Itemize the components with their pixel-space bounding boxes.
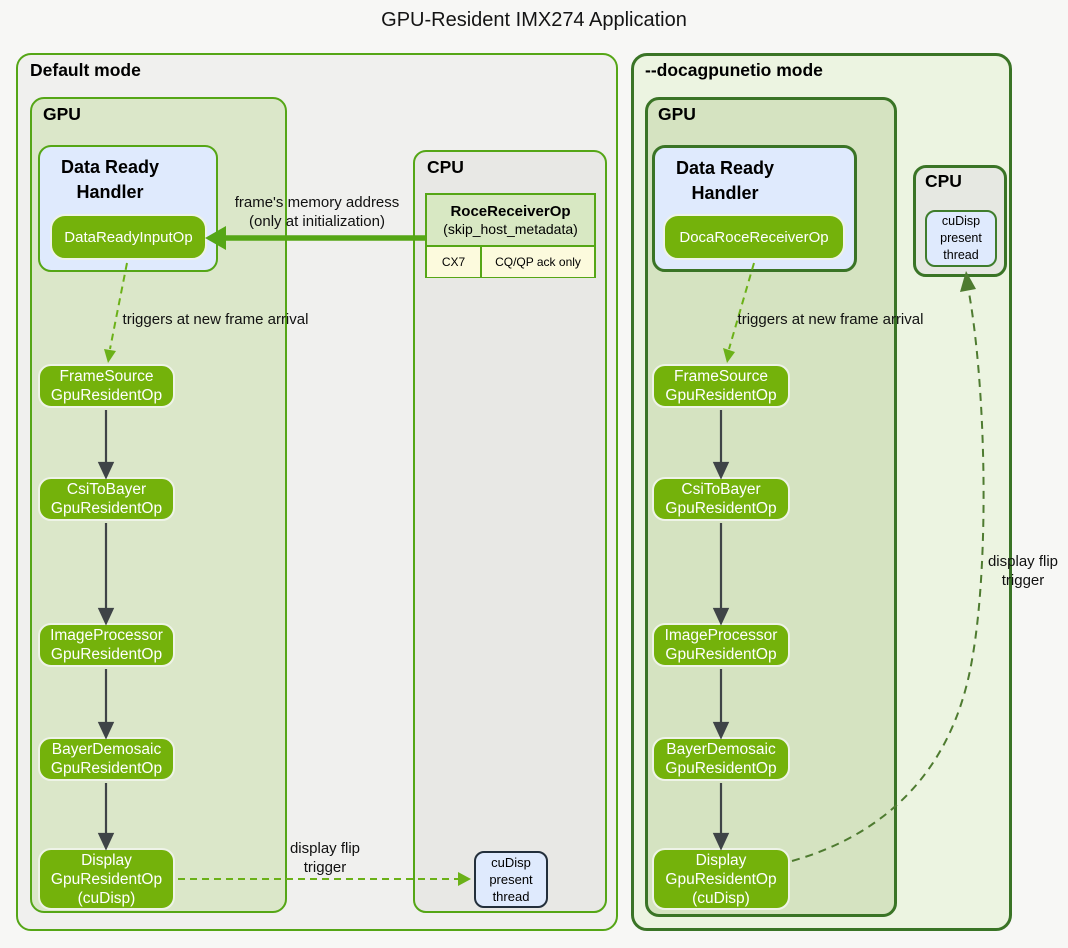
node-line: GpuResidentOp — [50, 500, 163, 517]
node-line: ImageProcessor — [664, 627, 778, 644]
node-line: GpuResidentOp — [665, 387, 777, 404]
node-line: GpuResidentOp — [665, 646, 777, 663]
node-datareadyinputop: DataReadyInputOp — [50, 214, 207, 260]
node-line: GpuResidentOp — [50, 646, 163, 663]
cudisp-present-thread-docagpunetio: cuDisp present thread — [925, 210, 997, 267]
rocereceiverop-title: RoceReceiverOp — [450, 202, 571, 220]
handler-title-line1: Data Ready — [60, 157, 160, 177]
rocereceiverop-subtitle: (skip_host_metadata) — [443, 220, 578, 237]
cpu-label-default: CPU — [427, 157, 464, 177]
node-line: GpuResidentOp — [50, 870, 163, 888]
node-line: GpuResidentOp — [50, 760, 163, 777]
node-line: BayerDemosaic — [51, 741, 162, 758]
node-framesource-docagpunetio: FrameSource GpuResidentOp — [652, 364, 790, 408]
annotation-line: display flip — [987, 553, 1059, 570]
displayflip-annotation-docagpunetio: display flip trigger — [983, 552, 1063, 590]
cudisp-line: cuDisp — [491, 855, 531, 870]
handler-title-line1: Data Ready — [675, 158, 775, 178]
triggers-annotation-default: triggers at new frame arrival — [122, 311, 309, 328]
triggers-annotation-docagpunetio: triggers at new frame arrival — [737, 311, 924, 328]
frame-address-annotation: frame's memory address (only at initiali… — [222, 193, 412, 231]
cudisp-line: present — [940, 231, 982, 245]
node-line: ImageProcessor — [50, 627, 163, 644]
node-display-docagpunetio: Display GpuResidentOp (cuDisp) — [652, 848, 790, 910]
node-label: DataReadyInputOp — [64, 228, 193, 246]
annotation-line: trigger — [303, 859, 347, 876]
cpu-label-docagpunetio: CPU — [925, 171, 962, 191]
cudisp-line: thread — [943, 248, 979, 262]
node-line: GpuResidentOp — [50, 387, 163, 404]
node-csitobayer-docagpunetio: CsiToBayer GpuResidentOp — [652, 477, 790, 521]
node-line: (cuDisp) — [692, 889, 750, 907]
gpu-label-docagpunetio: GPU — [658, 104, 696, 124]
cell-cx7: CX7 — [427, 247, 482, 277]
annotation-line: (only at initialization) — [249, 213, 385, 230]
node-line: CsiToBayer — [66, 481, 147, 498]
handler-title-line2: Handler — [691, 183, 759, 203]
node-line: CsiToBayer — [681, 481, 761, 498]
rocereceiverop-table: RoceReceiverOp (skip_host_metadata) CX7 … — [425, 193, 596, 278]
node-line: Display — [81, 851, 132, 869]
node-line: GpuResidentOp — [665, 870, 777, 888]
cell-cqqp-ack: CQ/QP ack only — [482, 247, 594, 277]
annotation-line: trigger — [1001, 572, 1045, 589]
diagram-title: GPU-Resident IMX274 Application — [381, 9, 687, 31]
node-line: Display — [695, 851, 747, 869]
node-line: GpuResidentOp — [665, 500, 777, 517]
node-imageprocessor-default: ImageProcessor GpuResidentOp — [38, 623, 175, 667]
rocereceiverop-header: RoceReceiverOp (skip_host_metadata) — [427, 195, 594, 245]
docagpunetio-mode-label: --docagpunetio mode — [645, 60, 823, 80]
handler-title-line2: Handler — [76, 182, 144, 202]
node-display-default: Display GpuResidentOp (cuDisp) — [38, 848, 175, 910]
cudisp-line: thread — [492, 889, 530, 904]
node-label: DocaRoceReceiverOp — [679, 228, 829, 246]
node-docarocereceiverop: DocaRoceReceiverOp — [663, 214, 845, 260]
cudisp-present-thread-default: cuDisp present thread — [474, 851, 548, 908]
node-imageprocessor-docagpunetio: ImageProcessor GpuResidentOp — [652, 623, 790, 667]
node-framesource-default: FrameSource GpuResidentOp — [38, 364, 175, 408]
node-line: GpuResidentOp — [665, 760, 777, 777]
annotation-line: display flip — [289, 840, 361, 857]
node-line: (cuDisp) — [77, 889, 136, 907]
node-line: BayerDemosaic — [666, 741, 776, 758]
node-line: FrameSource — [674, 368, 768, 385]
annotation-line: frame's memory address — [234, 194, 400, 211]
node-line: FrameSource — [59, 368, 154, 385]
node-bayerdemosaic-default: BayerDemosaic GpuResidentOp — [38, 737, 175, 781]
cudisp-line: cuDisp — [941, 214, 981, 228]
default-mode-label: Default mode — [30, 60, 141, 80]
displayflip-annotation-default: display flip trigger — [285, 839, 365, 877]
gpu-label-default: GPU — [43, 104, 81, 124]
data-ready-handler-title: Data Ready Handler — [655, 156, 795, 206]
node-csitobayer-default: CsiToBayer GpuResidentOp — [38, 477, 175, 521]
cudisp-line: present — [489, 872, 533, 887]
node-bayerdemosaic-docagpunetio: BayerDemosaic GpuResidentOp — [652, 737, 790, 781]
data-ready-handler-title: Data Ready Handler — [40, 155, 180, 205]
rocereceiverop-row: CX7 CQ/QP ack only — [427, 245, 594, 277]
